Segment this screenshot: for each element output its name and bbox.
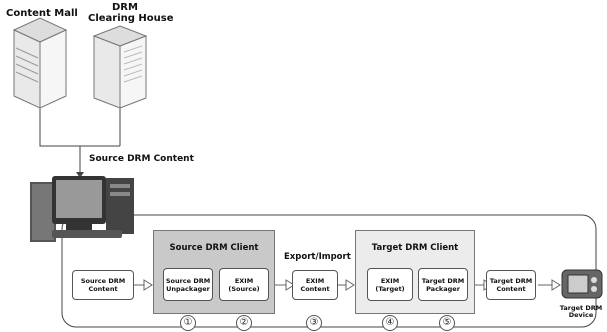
source-drm-unpackager-box: Source DRM Unpackager	[163, 268, 213, 301]
target-drm-device-label: Target DRM Device	[559, 304, 603, 319]
source-drm-content-label: Source DRM Content	[89, 154, 194, 164]
clearing-house-label-line2: Clearing House	[88, 13, 174, 24]
source-drm-content-box: Source DRM Content	[72, 270, 134, 300]
target-drm-packager-box: Target DRM Packager	[418, 268, 468, 301]
export-import-label: Export/Import	[284, 252, 351, 262]
clearing-house-label-line1: DRM	[112, 2, 138, 13]
content-mall-server-icon	[12, 17, 68, 109]
pc-icon	[30, 176, 134, 242]
server-link-line	[39, 108, 120, 147]
step-number-4: ④	[382, 315, 398, 331]
step-number-1: ①	[180, 315, 196, 331]
target-device-icon	[561, 269, 603, 299]
step-number-2: ②	[236, 315, 252, 331]
step-number-3: ③	[306, 315, 322, 331]
clearing-house-server-icon	[92, 25, 148, 109]
down-arrow-head	[76, 172, 84, 178]
exim-source-box: EXIM (Source)	[219, 268, 269, 301]
step-number-5: ⑤	[439, 315, 455, 331]
content-mall-label: Content Mall	[6, 8, 78, 19]
exim-content-box: EXIM Content	[292, 270, 338, 300]
exim-target-box: EXIM (Target)	[367, 268, 413, 301]
target-drm-client-title: Target DRM Client	[371, 243, 459, 253]
source-drm-client-title: Source DRM Client	[169, 243, 259, 253]
target-drm-content-box: Target DRM Content	[486, 270, 536, 300]
